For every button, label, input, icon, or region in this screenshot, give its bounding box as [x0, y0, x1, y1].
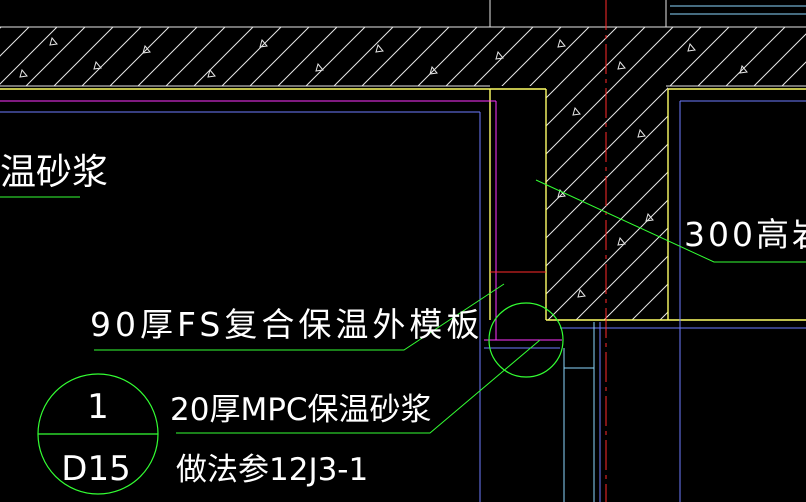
label-top-left-partial: 温砂浆	[0, 152, 108, 193]
wall-outline	[0, 88, 806, 321]
callout-number: 1	[87, 387, 109, 427]
upper-column	[489, 0, 806, 27]
detail-callout[interactable]: 1 D15	[37, 373, 159, 495]
label-method-ref: 做法参12J3-1	[176, 452, 368, 488]
top-slab	[0, 26, 806, 87]
label-fs-formwork: 90厚FS复合保温外模板	[90, 305, 483, 344]
wall-section	[546, 86, 668, 320]
aggregate-marks-top	[19, 36, 748, 78]
label-mpc-mortar: 20厚MPC保温砂浆	[170, 392, 432, 428]
aggregate-marks-wall	[557, 106, 654, 298]
label-right-partial: 300高岩	[684, 215, 806, 254]
callout-sheet: D15	[61, 449, 130, 489]
layer-lines	[0, 100, 806, 502]
leader-lines	[0, 179, 806, 434]
detail-circle	[488, 302, 564, 378]
